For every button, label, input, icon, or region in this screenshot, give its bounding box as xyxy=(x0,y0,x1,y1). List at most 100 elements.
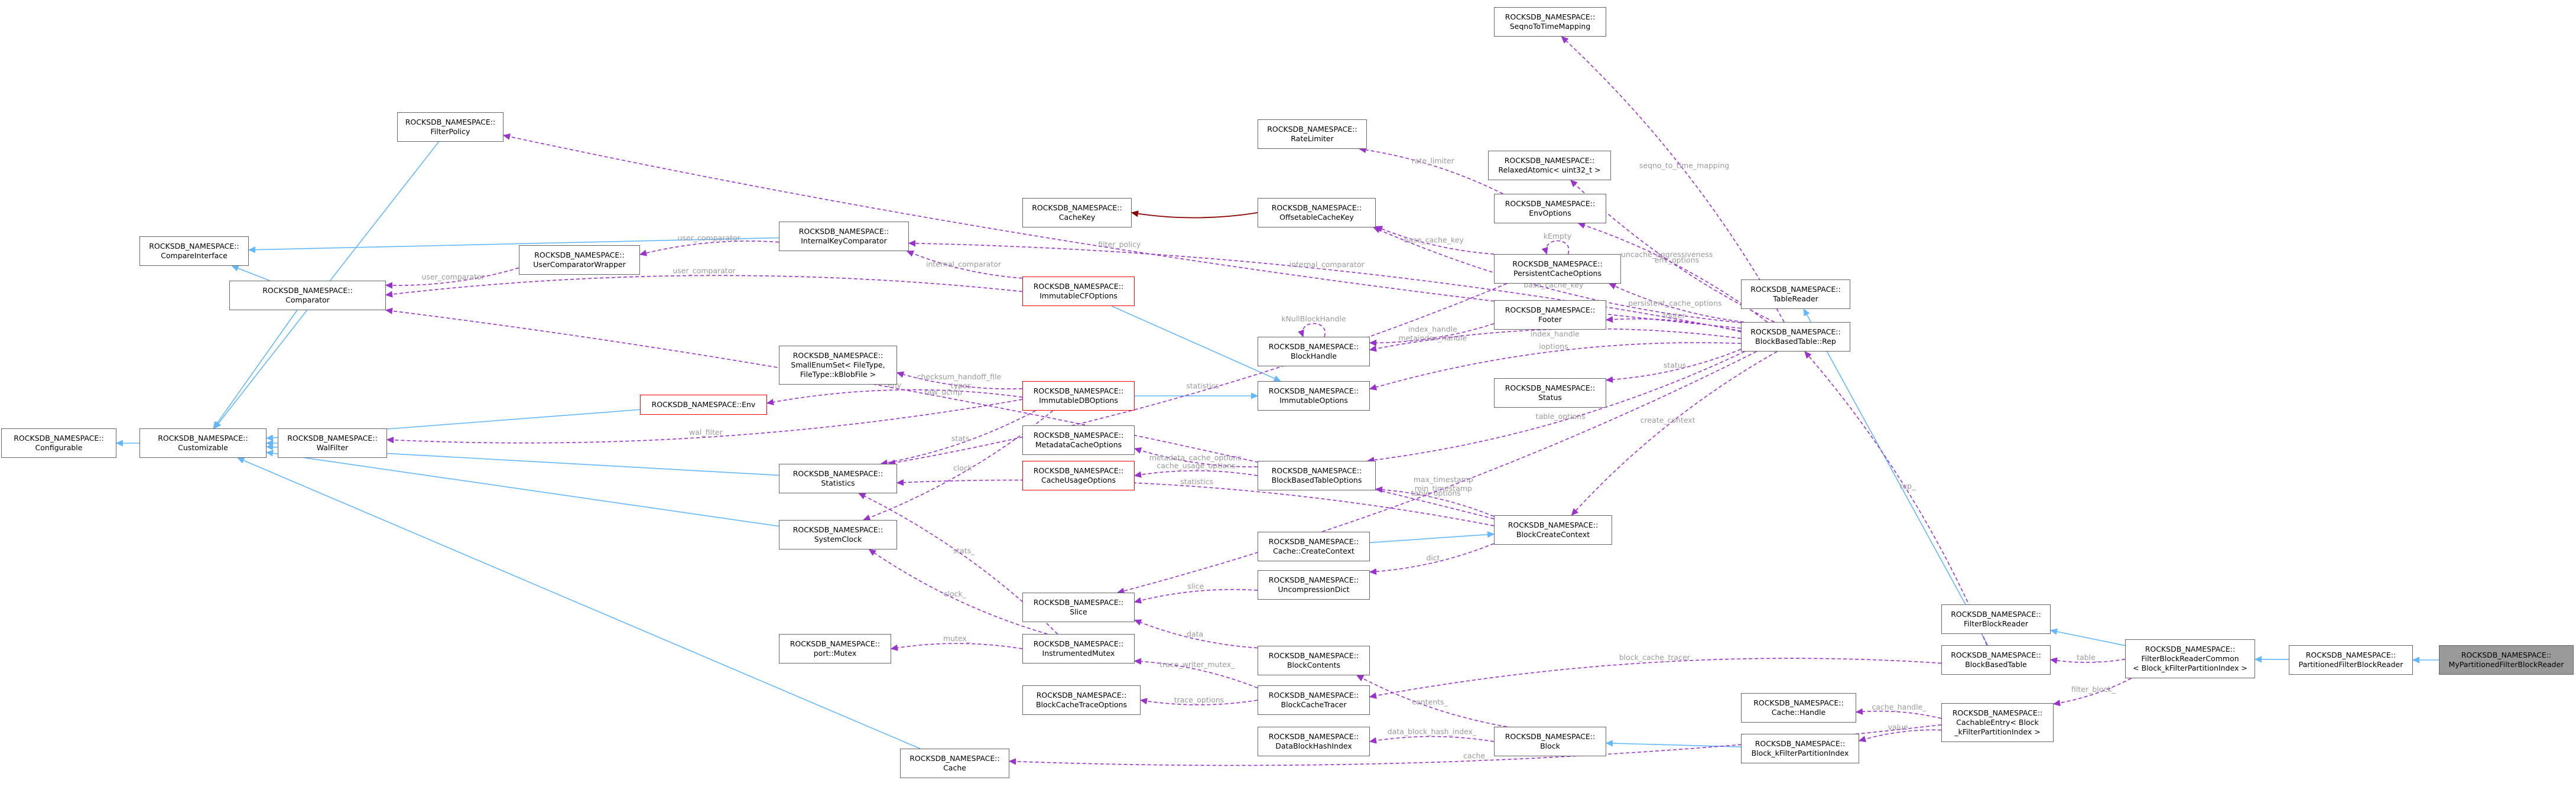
class-node-envoptions[interactable]: ROCKSDB_NAMESPACE::EnvOptions xyxy=(1494,194,1606,223)
class-node-label-line: ROCKSDB_NAMESPACE:: xyxy=(1750,327,1841,336)
edge-label-line: stats_ xyxy=(953,547,975,555)
edge-label: kEmpty xyxy=(1544,232,1572,240)
class-node-filterpolicy[interactable]: ROCKSDB_NAMESPACE::FilterPolicy xyxy=(397,112,503,142)
class-node-footer[interactable]: ROCKSDB_NAMESPACE::Footer xyxy=(1494,300,1606,330)
class-node-metadatacacheoptions[interactable]: ROCKSDB_NAMESPACE::MetadataCacheOptions xyxy=(1022,425,1135,455)
class-node-cachecreatecontext[interactable]: ROCKSDB_NAMESPACE::Cache::CreateContext xyxy=(1258,532,1370,561)
class-node-internalkeycomparator[interactable]: ROCKSDB_NAMESPACE::InternalKeyComparator xyxy=(779,222,909,251)
edge-label-line: kEmpty xyxy=(1544,232,1572,240)
class-node-cache[interactable]: ROCKSDB_NAMESPACE::Cache xyxy=(900,749,1009,778)
class-node-instrumentedmutex[interactable]: ROCKSDB_NAMESPACE::InstrumentedMutex xyxy=(1022,634,1135,664)
class-node-blockcachetraceoptions[interactable]: ROCKSDB_NAMESPACE::BlockCacheTraceOption… xyxy=(1022,685,1141,715)
class-node-label-line: ROCKSDB_NAMESPACE:: xyxy=(1512,259,1603,268)
class-node-label-line: ROCKSDB_NAMESPACE:: xyxy=(1033,386,1124,395)
edge-label-line: status xyxy=(1664,360,1686,369)
class-node-cacheusageoptions[interactable]: ROCKSDB_NAMESPACE::CacheUsageOptions xyxy=(1022,461,1135,490)
class-node-label-line: FileType::kBlobFile > xyxy=(800,370,876,379)
edge-block-to-blockcontents: contents_ xyxy=(1357,675,1508,727)
class-node-cachehandle[interactable]: ROCKSDB_NAMESPACE::Cache::Handle xyxy=(1741,693,1856,723)
class-node-blockbasedtable[interactable]: ROCKSDB_NAMESPACE::BlockBasedTable xyxy=(1941,645,2051,675)
class-node-datablockhashindex[interactable]: ROCKSDB_NAMESPACE::DataBlockHashIndex xyxy=(1258,727,1370,756)
class-node-blockbasedtablerep[interactable]: ROCKSDB_NAMESPACE::BlockBasedTable::Rep xyxy=(1741,322,1850,352)
class-node-immutablecfoptions[interactable]: ROCKSDB_NAMESPACE::ImmutableCFOptions xyxy=(1022,277,1135,306)
class-node-label-line: BlockContents xyxy=(1287,661,1341,669)
class-node-label-line: BlockBasedTable::Rep xyxy=(1755,337,1836,346)
class-node-blockbasedtableoptions[interactable]: ROCKSDB_NAMESPACE::BlockBasedTableOption… xyxy=(1258,461,1376,490)
class-node-label-line: ROCKSDB_NAMESPACE:: xyxy=(1505,12,1596,21)
class-node-statistics[interactable]: ROCKSDB_NAMESPACE::Statistics xyxy=(779,464,897,493)
edge-label-line: data xyxy=(1187,629,1203,638)
edge-label-line: contents_ xyxy=(1412,698,1448,707)
edge-label-line: metadata_cache_options xyxy=(1149,453,1242,462)
class-node-label-line: BlockCreateContext xyxy=(1516,530,1590,539)
class-node-tablereader[interactable]: ROCKSDB_NAMESPACE::TableReader xyxy=(1741,279,1850,309)
edge-line xyxy=(386,310,1495,519)
class-node-uncompressiondict[interactable]: ROCKSDB_NAMESPACE::UncompressionDict xyxy=(1258,570,1370,600)
edge-label-line: env_options xyxy=(1655,256,1699,265)
class-node-blockhandle[interactable]: ROCKSDB_NAMESPACE::BlockHandle xyxy=(1258,337,1370,366)
edge-label-line: wal_filter xyxy=(689,428,723,437)
class-node-partitionedfilterblockreader[interactable]: ROCKSDB_NAMESPACE::PartitionedFilterBloc… xyxy=(2289,645,2413,675)
class-node-label-line: BlockCacheTracer xyxy=(1281,700,1347,709)
class-node-systemclock[interactable]: ROCKSDB_NAMESPACE::SystemClock xyxy=(779,520,897,549)
edge-line xyxy=(1370,736,1495,742)
class-node-env[interactable]: ROCKSDB_NAMESPACE::Env xyxy=(640,395,767,415)
class-node-label-line: ROCKSDB_NAMESPACE:: xyxy=(1504,156,1595,165)
class-node-blockcontents[interactable]: ROCKSDB_NAMESPACE::BlockContents xyxy=(1258,646,1370,675)
class-node-block[interactable]: ROCKSDB_NAMESPACE::Block xyxy=(1494,727,1606,756)
class-node-compareinterface[interactable]: ROCKSDB_NAMESPACE::CompareInterface xyxy=(139,236,249,266)
class-node-blockcreatecontext[interactable]: ROCKSDB_NAMESPACE::BlockCreateContext xyxy=(1494,515,1612,545)
edge-blockcreatecontext-to-statistics: statistics xyxy=(897,477,1495,526)
class-node-cachableentry[interactable]: ROCKSDB_NAMESPACE::CachableEntry< Block_… xyxy=(1941,703,2054,742)
class-node-comparator[interactable]: ROCKSDB_NAMESPACE::Comparator xyxy=(229,281,386,310)
class-node-label-line: Configurable xyxy=(35,443,83,452)
class-node-smallenumset[interactable]: ROCKSDB_NAMESPACE::SmallEnumSet< FileTyp… xyxy=(779,346,897,385)
edge-label-line: mutex_ xyxy=(943,634,971,643)
edge-label: clock xyxy=(953,463,973,472)
class-node-relaxedatomic[interactable]: ROCKSDB_NAMESPACE::RelaxedAtomic< uint32… xyxy=(1488,151,1611,180)
class-node-customizable[interactable]: ROCKSDB_NAMESPACE::Customizable xyxy=(139,428,267,458)
class-node-label-line: InternalKeyComparator xyxy=(801,236,887,245)
class-node-label-line: UserComparatorWrapper xyxy=(533,260,626,269)
edge-label: rate_limiter xyxy=(1412,156,1455,165)
class-node-immutableoptions[interactable]: ROCKSDB_NAMESPACE::ImmutableOptions xyxy=(1258,381,1370,411)
edge-label-line: user_comparator xyxy=(678,233,741,242)
class-node-usercomparatorwrapper[interactable]: ROCKSDB_NAMESPACE::UserComparatorWrapper xyxy=(519,245,640,275)
edge-line xyxy=(891,643,1023,649)
edge-line xyxy=(2051,659,2126,662)
class-node-persistentcacheoptions[interactable]: ROCKSDB_NAMESPACE::PersistentCacheOption… xyxy=(1494,254,1621,284)
class-node-label-line: PartitionedFilterBlockReader xyxy=(2298,660,2403,669)
class-node-label-line: ROCKSDB_NAMESPACE:: xyxy=(1032,203,1122,212)
edge-filterblockreadercommon-to-cachableentry: filter_block_ xyxy=(2054,678,2132,704)
class-node-blockcachetracer[interactable]: ROCKSDB_NAMESPACE::BlockCacheTracer xyxy=(1258,685,1370,715)
class-node-mypartitionedfilterblockreader[interactable]: ROCKSDB_NAMESPACE::MyPartitionedFilterBl… xyxy=(2439,645,2574,675)
class-node-filterblockreadercommon[interactable]: ROCKSDB_NAMESPACE::FilterBlockReaderComm… xyxy=(2125,639,2255,678)
edge-line xyxy=(1373,227,1742,323)
class-node-filterblockreader[interactable]: ROCKSDB_NAMESPACE::FilterBlockReader xyxy=(1941,604,2051,634)
edge-label-line: statistics xyxy=(1180,477,1213,486)
edge-persistentcacheoptions-to-persistentcacheoptions: kEmpty xyxy=(1544,232,1572,254)
class-node-label-line: BlockBasedTable xyxy=(1965,660,2027,669)
edge-instrumentedmutex-to-systemclock: clock_ xyxy=(869,549,1048,635)
edge-blockcontents-to-slice: data xyxy=(1135,620,1258,649)
class-node-label-line: CacheUsageOptions xyxy=(1041,476,1116,484)
class-node-status[interactable]: ROCKSDB_NAMESPACE::Status xyxy=(1494,378,1606,408)
class-node-label-line: MetadataCacheOptions xyxy=(1035,440,1122,449)
edge-label: internal_comparator xyxy=(1289,260,1365,269)
class-node-immutabledboptions[interactable]: ROCKSDB_NAMESPACE::ImmutableDBOptions xyxy=(1022,381,1135,411)
edge-label-line: create_context xyxy=(1641,416,1695,425)
class-node-label-line: Statistics xyxy=(821,479,855,487)
class-node-slice[interactable]: ROCKSDB_NAMESPACE::Slice xyxy=(1022,593,1135,622)
class-node-ratelimiter[interactable]: ROCKSDB_NAMESPACE::RateLimiter xyxy=(1258,119,1367,149)
class-node-walfilter[interactable]: ROCKSDB_NAMESPACE::WalFilter xyxy=(278,428,387,458)
class-node-cachekey[interactable]: ROCKSDB_NAMESPACE::CacheKey xyxy=(1022,198,1132,227)
class-node-blockkfilterpartitionindex[interactable]: ROCKSDB_NAMESPACE::Block_kFilterPartitio… xyxy=(1741,734,1859,763)
class-node-portmutex[interactable]: ROCKSDB_NAMESPACE::port::Mutex xyxy=(779,634,891,664)
class-node-label-line: ROCKSDB_NAMESPACE:: xyxy=(1268,342,1359,351)
edge-line xyxy=(1859,729,1942,740)
class-node-seqno[interactable]: ROCKSDB_NAMESPACE::SeqnoToTimeMapping xyxy=(1494,7,1606,37)
class-node-configurable[interactable]: ROCKSDB_NAMESPACE::Configurable xyxy=(1,428,116,458)
class-node-offsetablecachekey[interactable]: ROCKSDB_NAMESPACE::OffsetableCacheKey xyxy=(1258,198,1376,227)
